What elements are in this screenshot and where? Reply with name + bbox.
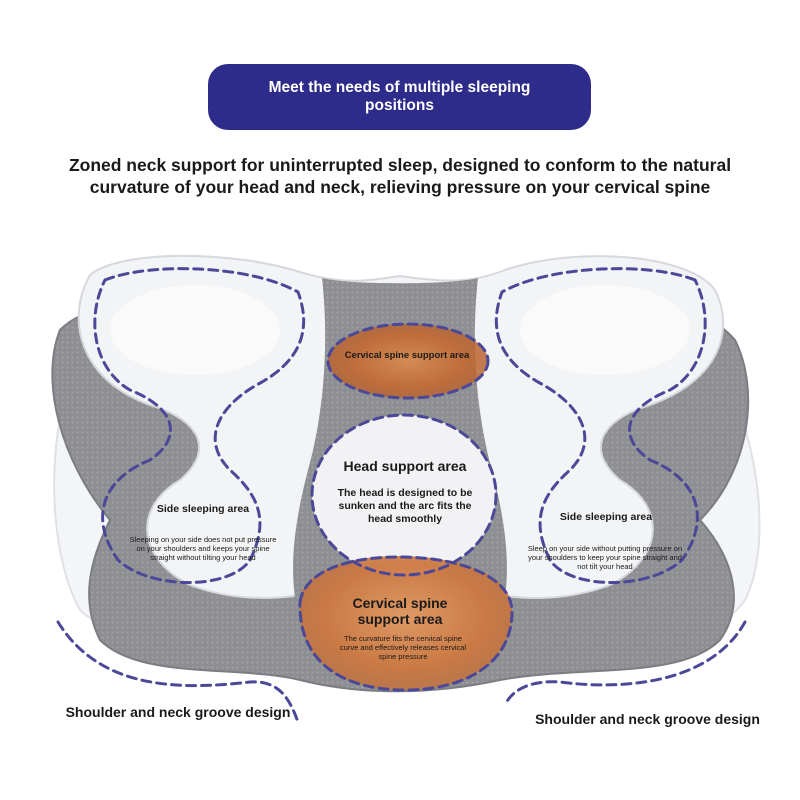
cervical-top-label: Cervical spine support area bbox=[344, 350, 470, 361]
groove-right-label: Shoulder and neck groove design bbox=[535, 711, 760, 727]
cervical-bottom-desc: The curvature fits the cervical spine cu… bbox=[339, 634, 467, 661]
head-support-desc: The head is designed to be sunken and th… bbox=[337, 487, 473, 525]
subtitle-line-1: Zoned neck support for uninterrupted sle… bbox=[68, 155, 732, 175]
groove-left-label: Shoulder and neck groove design bbox=[65, 704, 291, 720]
head-support-oval bbox=[312, 415, 496, 575]
cervical-bottom-highlight bbox=[299, 555, 512, 690]
side-right-title: Side sleeping area bbox=[559, 511, 653, 523]
cervical-bottom-title: Cervical spine support area bbox=[352, 595, 448, 627]
side-right-desc: Sleep on your side without putting press… bbox=[527, 544, 683, 571]
banner: Meet the needs of multiple sleeping posi… bbox=[208, 64, 591, 130]
head-support-title: Head support area bbox=[343, 458, 467, 474]
cervical-top-highlight bbox=[328, 324, 488, 398]
side-left-title: Side sleeping area bbox=[156, 503, 250, 515]
side-left-desc: Sleeping on your side does not put press… bbox=[129, 535, 277, 562]
subtitle: Zoned neck support for uninterrupted sle… bbox=[10, 154, 790, 198]
banner-text: Meet the needs of multiple sleeping posi… bbox=[268, 79, 531, 114]
subtitle-line-2: curvature of your head and neck, relievi… bbox=[89, 177, 711, 197]
